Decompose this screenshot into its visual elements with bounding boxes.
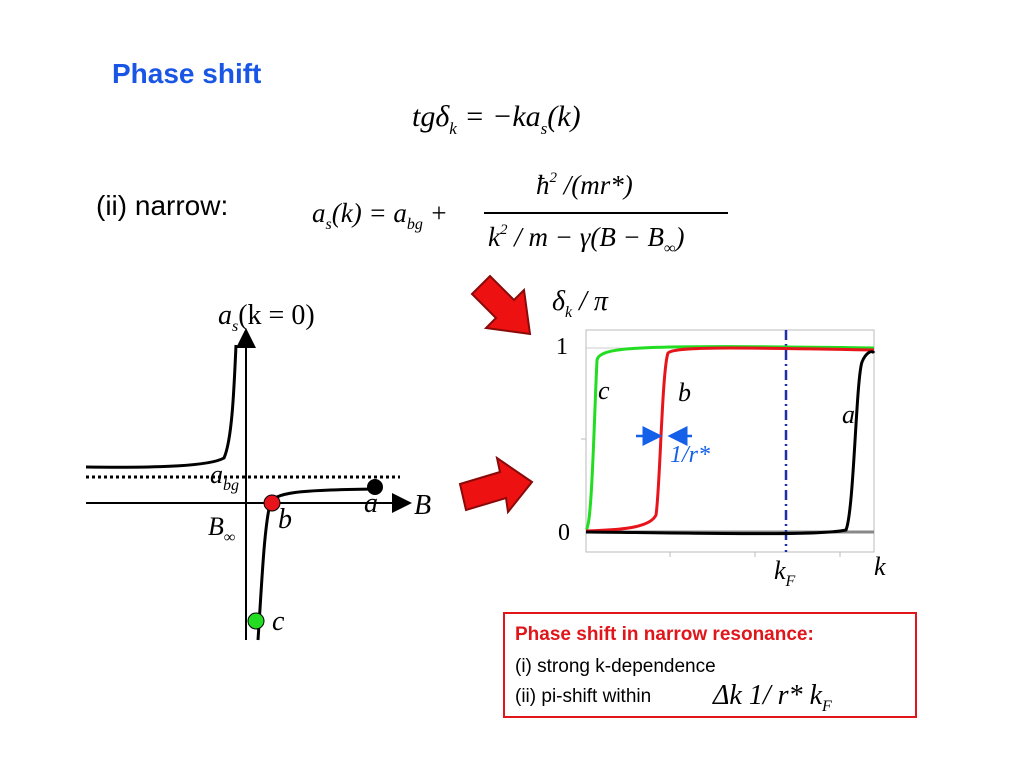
- tick-1-label: 1: [556, 334, 568, 360]
- narrow-label: (ii) narrow:: [96, 190, 229, 221]
- curve-a: [585, 350, 876, 536]
- den-sub: ∞: [664, 240, 676, 257]
- point-a-label: a: [364, 488, 378, 519]
- right-y-label: δk / π: [552, 286, 608, 322]
- phase-shift-equation: tgδk = −kas(k): [412, 100, 581, 139]
- eq1-rhs: (k): [547, 100, 581, 133]
- binf-label: B∞: [208, 512, 235, 547]
- summary-heading: Phase shift in narrow resonance:: [515, 624, 814, 645]
- lhs-a: a: [312, 198, 326, 228]
- num-sup: 2: [549, 170, 558, 186]
- abg-label: abg: [210, 460, 239, 495]
- ylabel-a: a: [218, 300, 232, 331]
- curve-a-label: a: [842, 400, 855, 429]
- b-axis-label: B: [414, 490, 432, 521]
- formula-dk: Δk: [713, 680, 749, 711]
- den-close: ): [675, 222, 685, 252]
- den-rest: / m − γ(B − B: [507, 222, 665, 252]
- scattering-length-lhs: as(k) = abg +: [312, 198, 448, 234]
- formula-sub: F: [822, 698, 832, 715]
- formula-k: k: [809, 680, 822, 711]
- bg-sub: bg: [406, 216, 423, 233]
- formula-r: 1/ r*: [748, 680, 810, 711]
- ylabel-delta: δ: [552, 286, 566, 317]
- fraction-bar: [484, 212, 728, 214]
- abg-sub: bg: [223, 477, 239, 494]
- point-b-label: b: [278, 504, 292, 535]
- red-arrow-down: [470, 274, 532, 336]
- curve-b: [585, 346, 875, 533]
- num-rest: /(mr*): [557, 170, 633, 200]
- plus-sign: +: [422, 198, 448, 228]
- eq1-lhs: tgδ: [412, 100, 450, 133]
- ylabel-k-sub: k: [565, 304, 573, 321]
- point-a-marker: [367, 479, 383, 495]
- red-arrow-right: [458, 455, 534, 515]
- page-title: Phase shift: [112, 58, 262, 89]
- ylabel-sub: s: [232, 318, 239, 335]
- point-c-marker: [247, 612, 265, 630]
- ylabel-pi: / π: [572, 286, 608, 317]
- point-c-label: c: [272, 606, 285, 637]
- eq1-lhs-sub: k: [449, 119, 457, 138]
- kf-label: kF: [774, 556, 795, 591]
- right-plot-frame: [585, 329, 875, 553]
- kf-k: k: [774, 556, 786, 585]
- abg-a: a: [210, 460, 223, 489]
- num-hbar: ħ: [536, 170, 550, 200]
- binf-b: B: [208, 512, 224, 541]
- eq1-mid: = −ka: [456, 100, 541, 133]
- eq1-mid-sub: s: [540, 119, 548, 138]
- summary-line-1: (i) strong k-dependence: [515, 656, 716, 677]
- summary-box: Phase shift in narrow resonance: (i) str…: [503, 612, 917, 718]
- lhs-sub: s: [325, 216, 332, 233]
- width-label: 1/r*: [670, 442, 711, 468]
- curve-c: [584, 345, 875, 532]
- den-sup: 2: [499, 222, 508, 238]
- den-k: k: [488, 222, 500, 252]
- curve-c-label: c: [598, 376, 610, 405]
- curve-b-label: b: [678, 378, 691, 407]
- binf-sub: ∞: [223, 529, 236, 546]
- left-curve-upper: [85, 344, 238, 469]
- point-b-marker: [263, 494, 281, 512]
- tick-0-label: 0: [558, 520, 570, 546]
- ylabel-rest: (k = 0): [238, 300, 315, 331]
- fraction-denominator: k2 / m − γ(B − B∞): [488, 222, 684, 258]
- kf-sub: F: [785, 573, 796, 590]
- k-axis-label: k: [874, 552, 886, 581]
- summary-line-2: (ii) pi-shift within: [515, 686, 652, 707]
- fraction-numerator: ħ2 /(mr*): [536, 170, 633, 201]
- summary-formula: Δk 1/ r* kF: [713, 680, 832, 716]
- lhs-rest: (k) = a: [331, 198, 407, 228]
- left-y-label: as(k = 0): [218, 300, 315, 336]
